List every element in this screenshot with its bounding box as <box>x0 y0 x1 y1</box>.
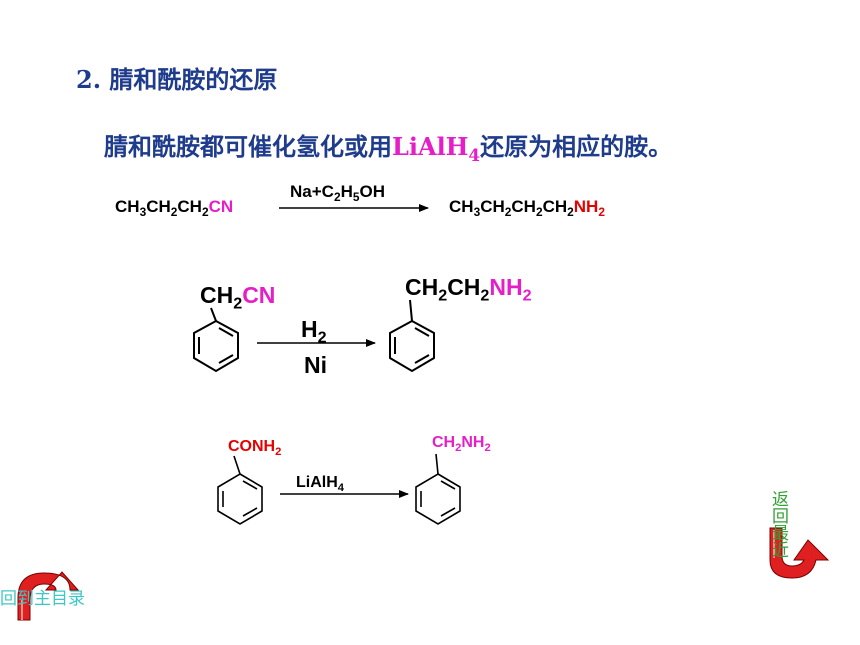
reaction2-product-benzene <box>389 299 435 373</box>
reaction3-reactant-group: CONH2 <box>228 438 282 458</box>
reaction1-reactant: CH3CH2CH2CN <box>115 197 234 220</box>
reaction3-product-group: CH2NH2 <box>432 434 491 454</box>
reaction2-reagent-bottom: Ni <box>304 352 327 378</box>
back-link[interactable]: 返回最近 <box>768 490 788 558</box>
intro-text: 腈和酰胺都可催化氢化或用LiAlH4还原为相应的胺。 <box>104 127 673 165</box>
intro-text-before: 腈和酰胺都可催化氢化或用 <box>104 132 392 161</box>
section-title: 2. 腈和酰胺的还原 <box>76 65 278 94</box>
reaction2-reagent-top: H2 <box>301 316 327 347</box>
reaction1-condition: Na+C2H5OH <box>290 182 385 205</box>
reaction1-product: CH3CH2CH2CH2NH2 <box>449 197 605 220</box>
reaction3-product-benzene <box>415 453 461 525</box>
reaction2-product-group: CH2CH2NH2 <box>405 274 532 305</box>
reaction3-reactant-benzene <box>217 455 263 525</box>
reaction2-reactant-group: CH2CN <box>200 282 276 313</box>
home-link[interactable]: 回到主目录 <box>0 589 85 609</box>
reaction2-reactant-benzene <box>193 307 239 373</box>
curved-return-arrow-icon[interactable] <box>769 527 830 579</box>
u-turn-arrow-icon[interactable] <box>17 571 80 621</box>
intro-text-after: 还原为相应的胺。 <box>480 132 673 161</box>
reaction3-reagent: LiAlH4 <box>296 474 345 494</box>
intro-reagent: LiAlH4 <box>392 132 481 165</box>
